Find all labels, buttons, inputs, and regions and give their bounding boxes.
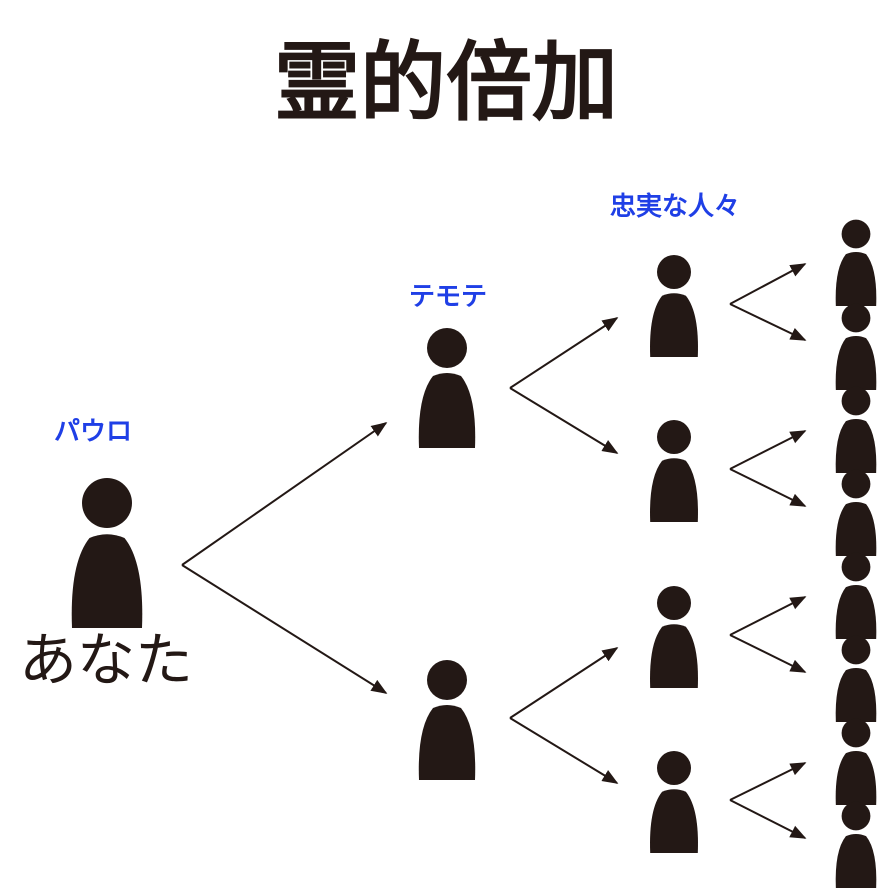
arrow-gen3-3 [729, 430, 807, 470]
person-body [418, 373, 476, 448]
person-gen3-4 [835, 469, 877, 556]
person-gen3-7 [835, 718, 877, 805]
arrow-gen3-1 [729, 263, 807, 305]
arrow-gen3-7 [729, 762, 807, 801]
person-body [835, 419, 877, 473]
person-gen3-8 [835, 801, 877, 888]
person-head [657, 255, 691, 289]
person-head [841, 469, 871, 499]
person-gen3-6 [835, 635, 877, 722]
arrow-gen3-8 [729, 799, 807, 839]
person-body [71, 534, 143, 628]
person-head [657, 751, 691, 785]
arrow-gen2-2 [509, 387, 619, 454]
person-head [841, 635, 871, 665]
person-gen2-1 [650, 255, 698, 357]
person-body [650, 789, 698, 853]
person-head [841, 718, 871, 748]
arrow-gen3-6 [729, 634, 807, 673]
person-head [427, 328, 467, 368]
person-body [650, 458, 698, 522]
arrow-gen3-4 [729, 468, 807, 507]
person-head [82, 478, 132, 528]
person-gen3-5 [835, 552, 877, 639]
arrow-gen2-3 [509, 647, 619, 719]
person-head [841, 386, 871, 416]
person-body [650, 293, 698, 357]
person-body [835, 336, 877, 390]
arrow-gen3-5 [729, 596, 807, 636]
person-body [835, 668, 877, 722]
label-you: あなた [19, 626, 193, 694]
person-group [71, 219, 877, 888]
arrow-gen1-2 [181, 564, 388, 694]
person-body [835, 834, 877, 888]
person-gen3-2 [835, 303, 877, 390]
arrow-gen1-1 [181, 422, 388, 566]
person-gen1-2 [418, 660, 476, 780]
person-head [657, 420, 691, 454]
label-timothy: テモテ [409, 282, 487, 312]
person-gen2-4 [650, 751, 698, 853]
label-faithful-people: 忠実な人々 [610, 191, 740, 222]
diagram-title: 霊的倍加 [274, 33, 618, 133]
person-body [835, 751, 877, 805]
arrow-group [181, 263, 807, 839]
arrow-gen3-2 [729, 303, 807, 341]
person-gen2-3 [650, 586, 698, 688]
person-body [418, 705, 476, 780]
person-head [841, 303, 871, 333]
person-body [835, 252, 877, 306]
person-head [657, 586, 691, 620]
person-gen2-2 [650, 420, 698, 522]
person-gen3-1 [835, 219, 877, 306]
person-body [650, 624, 698, 688]
arrow-gen2-4 [509, 717, 619, 784]
label-paul: パウロ [54, 417, 132, 447]
person-gen1-1 [418, 328, 476, 448]
person-body [835, 502, 877, 556]
person-head [841, 552, 871, 582]
person-head [427, 660, 467, 700]
person-you [71, 478, 143, 628]
person-head [841, 219, 871, 249]
person-gen3-3 [835, 386, 877, 473]
person-body [835, 585, 877, 639]
arrow-gen2-1 [509, 317, 619, 389]
person-head [841, 801, 871, 831]
